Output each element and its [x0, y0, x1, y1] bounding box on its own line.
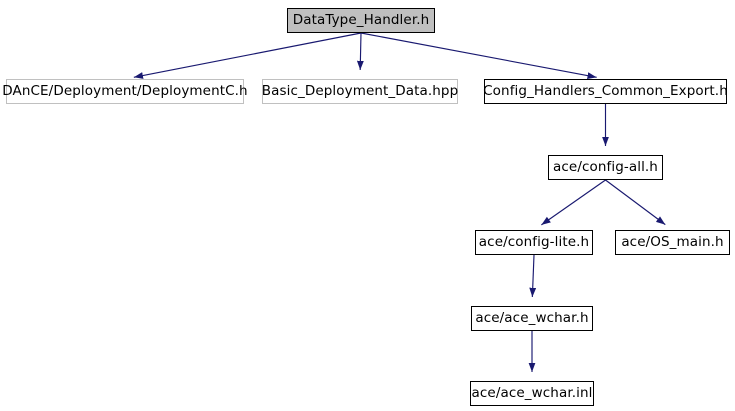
graph-node-config_lite[interactable]: ace/config-lite.h — [475, 230, 593, 255]
graph-node-label: ace/config-lite.h — [478, 233, 590, 250]
graph-edge-config_all-to-os_main — [605, 179, 666, 226]
graph-node-label: Basic_Deployment_Data.hpp — [261, 82, 459, 99]
graph-edge-root-to-config_handlers_common_export — [360, 32, 597, 80]
graph-node-label: ace/ace_wchar.h — [475, 309, 589, 326]
graph-node-deploymentc[interactable]: DAnCE/Deployment/DeploymentC.h — [2, 79, 248, 104]
graph-node-label: ace/OS_main.h — [621, 233, 724, 250]
graph-edge-config_lite-to-ace_wchar_h — [529, 254, 537, 298]
graph-node-label: ace/config-all.h — [553, 158, 658, 175]
graph-edge-root-to-basic_deployment_data — [356, 32, 364, 71]
graph-node-label: ace/ace_wchar.inl — [471, 384, 593, 401]
graph-node-config_all[interactable]: ace/config-all.h — [548, 155, 663, 180]
graph-node-label: DAnCE/Deployment/DeploymentC.h — [2, 82, 248, 99]
graph-edge-root-to-deploymentc — [133, 32, 362, 79]
graph-node-root[interactable]: DataType_Handler.h — [287, 8, 435, 33]
graph-node-label: Config_Handlers_Common_Export.h — [483, 82, 728, 99]
graph-node-label: DataType_Handler.h — [292, 11, 430, 28]
graph-node-os_main[interactable]: ace/OS_main.h — [615, 230, 730, 255]
graph-node-config_handlers_common_export[interactable]: Config_Handlers_Common_Export.h — [483, 79, 728, 104]
graph-edge-config_all-to-config_lite — [541, 179, 606, 226]
graph-node-basic_deployment_data[interactable]: Basic_Deployment_Data.hpp — [262, 79, 458, 104]
graph-node-ace_wchar_inl[interactable]: ace/ace_wchar.inl — [470, 381, 594, 406]
graph-node-ace_wchar_h[interactable]: ace/ace_wchar.h — [471, 306, 593, 331]
